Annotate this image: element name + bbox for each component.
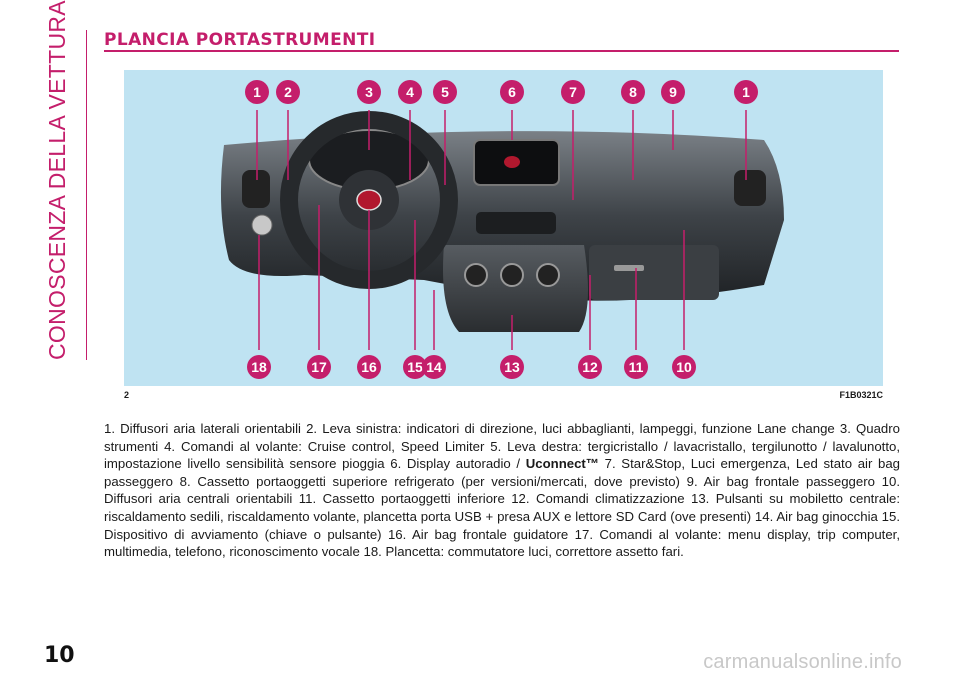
svg-text:9: 9 — [669, 84, 677, 100]
svg-text:1: 1 — [253, 84, 261, 100]
section-title: CONOSCENZA DELLA VETTURA — [44, 0, 70, 360]
figure-number: 2 — [124, 390, 130, 400]
figure-code: F1B0321C — [839, 390, 883, 400]
svg-text:13: 13 — [504, 359, 520, 375]
svg-text:15: 15 — [407, 359, 423, 375]
callout-bottom-14: 14 — [422, 355, 446, 379]
callout-top-1-right: 1 — [734, 80, 758, 104]
svg-text:2: 2 — [284, 84, 292, 100]
callout-bottom-10: 10 — [672, 355, 696, 379]
light-switch — [251, 214, 273, 236]
lower-glovebox-handle — [614, 265, 644, 271]
callout-top-8: 8 — [621, 80, 645, 104]
center-console — [443, 245, 588, 332]
caption-text-part1: 1. Diffusori aria laterali orientabili 2… — [104, 421, 900, 472]
callout-top-6: 6 — [500, 80, 524, 104]
climate-knob-center — [500, 263, 524, 287]
left-vent — [242, 170, 270, 208]
dashboard-figure: 1 2 3 4 5 6 7 8 9 1 18 17 16 15 14 13 12… — [124, 70, 883, 386]
callout-top-7: 7 — [561, 80, 585, 104]
svg-text:18: 18 — [251, 359, 267, 375]
display-logo-icon — [504, 156, 520, 168]
callout-bottom-15: 15 — [403, 355, 427, 379]
svg-text:14: 14 — [426, 359, 442, 375]
caption-bold-text: Uconnect™ — [525, 456, 599, 472]
callout-top-5: 5 — [433, 80, 457, 104]
svg-text:17: 17 — [311, 359, 327, 375]
callout-bottom-13: 13 — [500, 355, 524, 379]
svg-text:8: 8 — [629, 84, 637, 100]
caption-text-part2: 7. Star&Stop, Luci emergenza, Led stato … — [104, 456, 900, 560]
section-divider — [86, 30, 87, 360]
svg-text:16: 16 — [361, 359, 377, 375]
svg-text:7: 7 — [569, 84, 577, 100]
heading-divider — [104, 50, 899, 52]
dashboard-illustration: 1 2 3 4 5 6 7 8 9 1 18 17 16 15 14 13 12… — [220, 80, 784, 379]
svg-text:3: 3 — [365, 84, 373, 100]
callout-bottom-17: 17 — [307, 355, 331, 379]
page-number: 10 — [44, 643, 75, 668]
callout-top-2: 2 — [276, 80, 300, 104]
callout-top-3: 3 — [357, 80, 381, 104]
callout-top-4: 4 — [398, 80, 422, 104]
figure-caption: 1. Diffusori aria laterali orientabili 2… — [104, 420, 900, 561]
page-heading: PLANCIA PORTASTRUMENTI — [104, 30, 376, 50]
watermark: carmanualsonline.info — [703, 651, 902, 673]
center-vents — [476, 212, 556, 234]
svg-text:11: 11 — [629, 359, 644, 375]
svg-text:4: 4 — [406, 84, 414, 100]
climate-knob-right — [536, 263, 560, 287]
right-vent — [734, 170, 766, 206]
figure-meta: 2 F1B0321C — [124, 390, 883, 402]
fiat-logo-icon — [356, 189, 382, 211]
svg-text:6: 6 — [508, 84, 516, 100]
svg-text:10: 10 — [676, 359, 692, 375]
svg-text:1: 1 — [742, 84, 750, 100]
callout-bottom-18: 18 — [247, 355, 271, 379]
callout-bottom-16: 16 — [357, 355, 381, 379]
callout-bottom-12: 12 — [578, 355, 602, 379]
svg-text:5: 5 — [441, 84, 449, 100]
callout-bottom-11: 11 — [624, 355, 648, 379]
callout-top-1: 1 — [245, 80, 269, 104]
climate-knob-left — [464, 263, 488, 287]
lower-glovebox — [589, 245, 719, 300]
callout-top-9: 9 — [661, 80, 685, 104]
svg-text:12: 12 — [582, 359, 598, 375]
